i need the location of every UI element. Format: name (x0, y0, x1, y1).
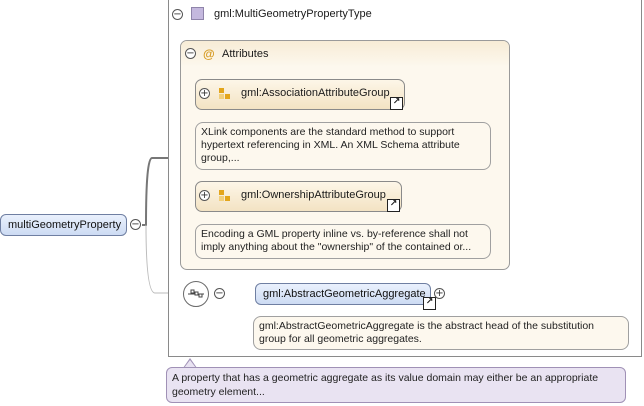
complex-type-name: gml:MultiGeometryPropertyType (214, 8, 372, 20)
root-element-name: multiGeometryProperty (8, 219, 122, 231)
expand-element-icon[interactable]: + (434, 288, 445, 299)
expand-group-icon[interactable]: + (199, 88, 210, 99)
attribute-group-icon (219, 190, 231, 202)
attribute-group-name: gml:AssociationAttributeGroup (241, 87, 390, 99)
attribute-group-documentation: XLink components are the standard method… (195, 122, 491, 170)
sequence-symbol (188, 289, 204, 298)
attributes-label: Attributes (222, 48, 269, 60)
attribute-group-documentation: Encoding a GML property inline vs. by-re… (195, 224, 491, 259)
collapse-type-icon[interactable]: − (172, 9, 183, 20)
root-element-box[interactable]: multiGeometryProperty (0, 214, 127, 236)
attribute-group-ownership[interactable] (195, 181, 402, 212)
link-icon[interactable]: ↗ (423, 297, 436, 310)
link-icon[interactable]: ↗ (390, 97, 403, 110)
child-element-documentation: gml:AbstractGeometricAggregate is the ab… (253, 316, 629, 350)
child-element-name: gml:AbstractGeometricAggregate (263, 288, 426, 300)
expand-group-icon[interactable]: + (199, 190, 210, 201)
attribute-group-name: gml:OwnershipAttributeGroup (241, 189, 386, 201)
connector-to-attributes (142, 157, 180, 226)
connector-to-sequence (145, 224, 183, 294)
root-element-documentation: A property that has a geometric aggregat… (166, 367, 626, 403)
collapse-element-icon[interactable]: − (130, 219, 141, 230)
documentation-callout-inner (184, 360, 196, 368)
complex-type-icon (191, 7, 204, 20)
attribute-group-icon (219, 88, 231, 100)
attribute-at-icon: @ (203, 47, 215, 61)
collapse-attributes-icon[interactable]: − (185, 48, 196, 59)
collapse-sequence-icon[interactable]: − (214, 288, 225, 299)
link-icon[interactable]: ↗ (387, 199, 400, 212)
attribute-group-association[interactable] (195, 79, 405, 110)
sequence-compositor-icon[interactable] (183, 281, 209, 307)
attributes-header (181, 41, 509, 67)
child-element-box[interactable]: gml:AbstractGeometricAggregate (255, 283, 431, 305)
